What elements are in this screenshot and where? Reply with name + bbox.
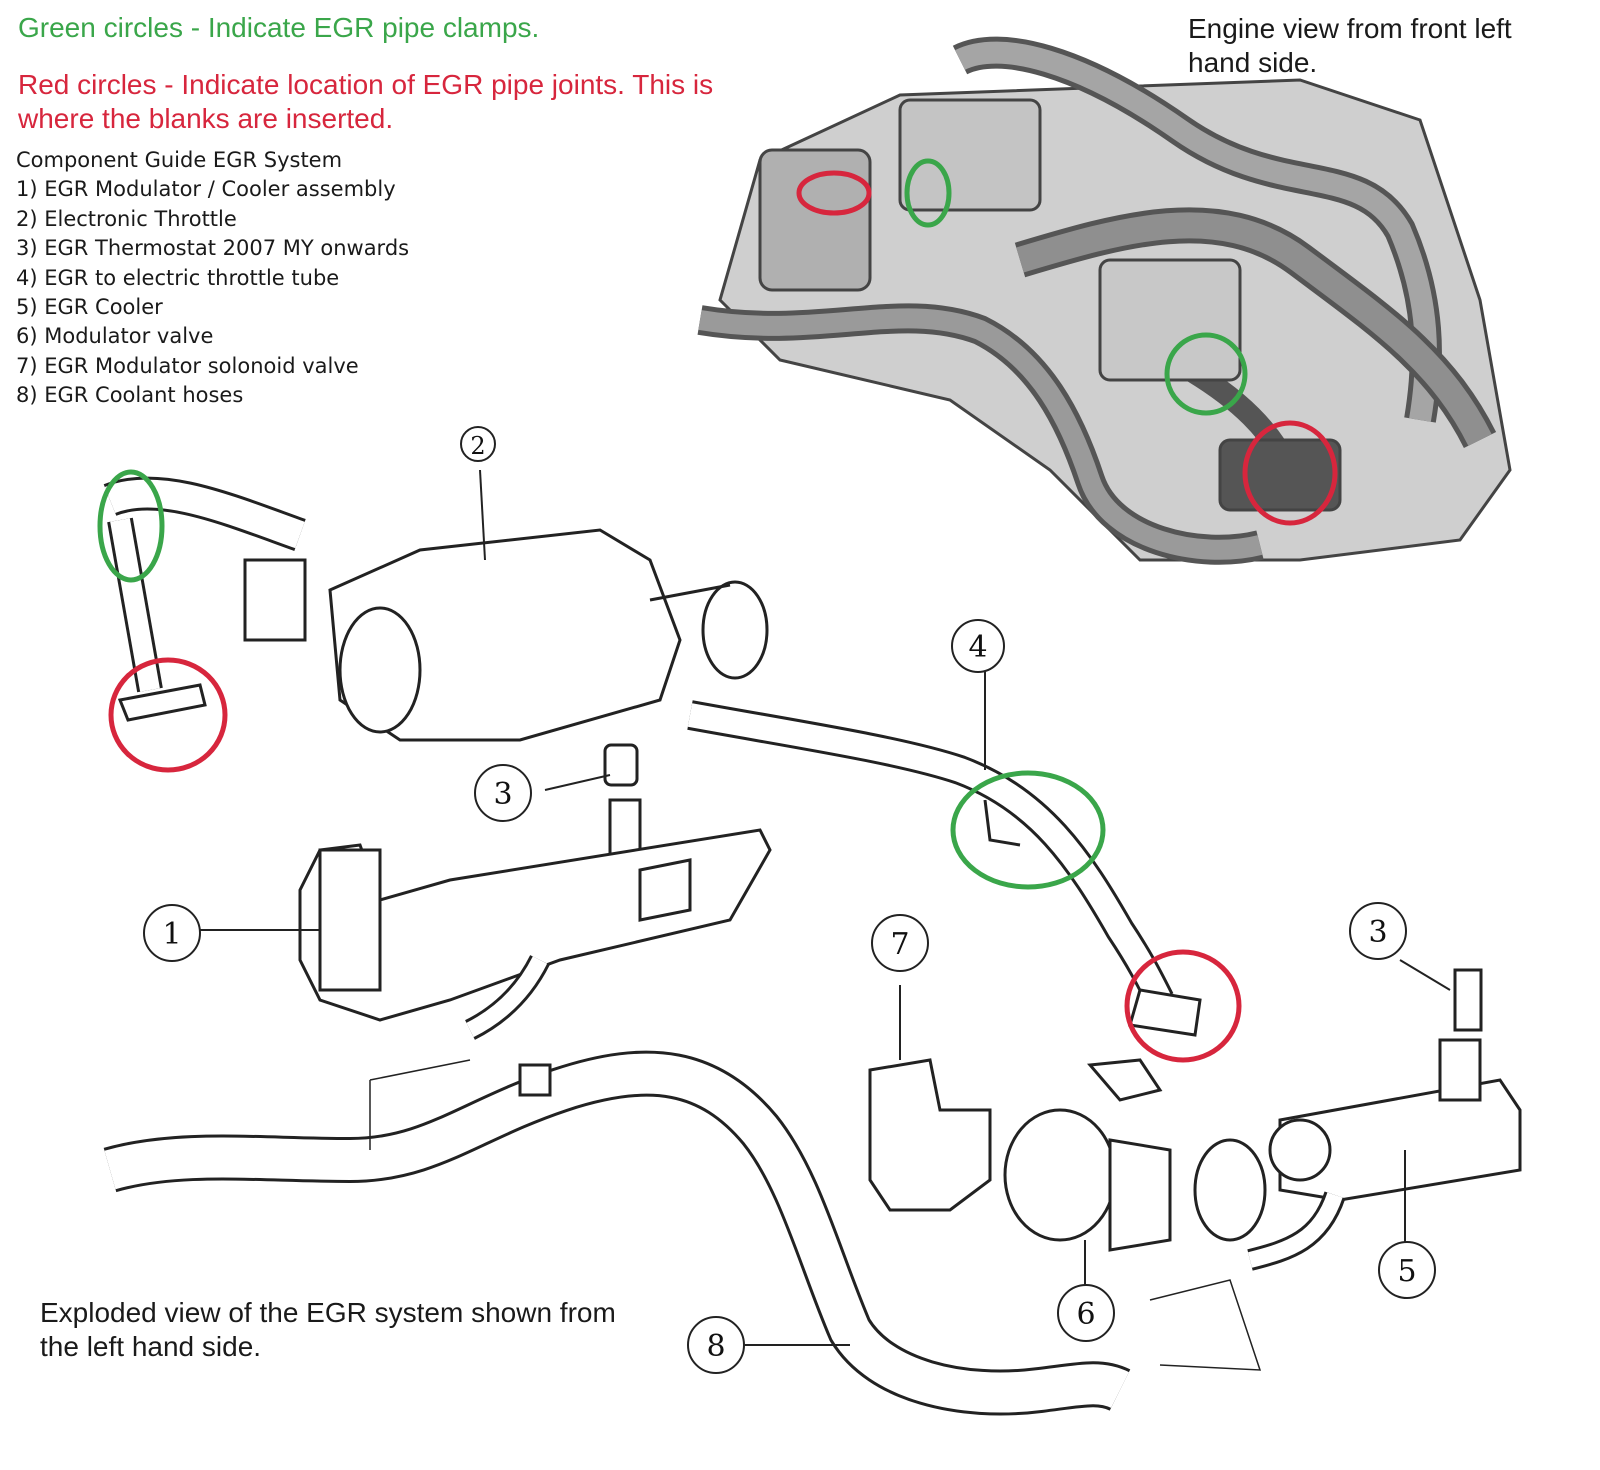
red-circle-joint-engine-2 xyxy=(1242,420,1338,526)
callout-3-left-label: 3 xyxy=(493,777,512,812)
guide-item-5: 5) EGR Cooler xyxy=(16,295,163,320)
engine-view-illustration xyxy=(697,36,1512,565)
green-circle-clamp-engine-1 xyxy=(904,158,952,228)
red-circle-joint-exploded-1 xyxy=(108,657,228,773)
callout-4: 4 xyxy=(951,619,1005,673)
callout-3-left: 3 xyxy=(474,764,532,822)
callout-5-label: 5 xyxy=(1397,1254,1416,1289)
callout-7: 7 xyxy=(871,914,929,972)
legend-green-circles: Green circles - Indicate EGR pipe clamps… xyxy=(18,12,540,43)
guide-item-3: 3) EGR Thermostat 2007 MY onwards xyxy=(16,236,410,261)
engine-view-caption: Engine view from front left hand side. xyxy=(1188,13,1512,78)
guide-item-6: 6) Modulator valve xyxy=(16,324,214,349)
green-circle-clamp-exploded-2 xyxy=(950,770,1106,890)
guide-item-4: 4) EGR to electric throttle tube xyxy=(16,265,340,290)
callout-5: 5 xyxy=(1378,1241,1436,1299)
green-circle-clamp-engine-2 xyxy=(1164,332,1248,416)
guide-item-1: 1) EGR Modulator / Cooler assembly xyxy=(16,177,396,202)
callout-1-label: 1 xyxy=(162,917,181,952)
callout-6: 6 xyxy=(1057,1284,1115,1342)
guide-item-8: 8) EGR Coolant hoses xyxy=(16,383,244,408)
callout-3-right-label: 3 xyxy=(1368,915,1387,950)
green-circle-clamp-exploded-1 xyxy=(97,469,165,583)
exploded-view-caption: Exploded view of the EGR system shown fr… xyxy=(40,1297,616,1362)
guide-item-2: 2) Electronic Throttle xyxy=(16,206,237,231)
callout-2: 2 xyxy=(460,426,496,462)
callout-1: 1 xyxy=(143,904,201,962)
red-circle-joint-engine-1 xyxy=(796,170,872,216)
exploded-view-illustration xyxy=(103,469,1522,1416)
callout-8: 8 xyxy=(687,1316,745,1374)
callout-4-label: 4 xyxy=(968,630,987,665)
callout-3-right: 3 xyxy=(1349,902,1407,960)
callout-2-label: 2 xyxy=(470,432,485,460)
component-guide: Component Guide EGR System 1) EGR Modula… xyxy=(16,146,409,411)
guide-item-7: 7) EGR Modulator solonoid valve xyxy=(16,353,359,378)
red-circle-joint-exploded-2 xyxy=(1124,949,1242,1063)
component-guide-title: Component Guide EGR System xyxy=(16,148,343,172)
callout-8-label: 8 xyxy=(706,1329,725,1364)
callout-7-label: 7 xyxy=(890,927,909,962)
legend-red-circles: Red circles - Indicate location of EGR p… xyxy=(18,69,714,134)
callout-6-label: 6 xyxy=(1076,1297,1095,1332)
